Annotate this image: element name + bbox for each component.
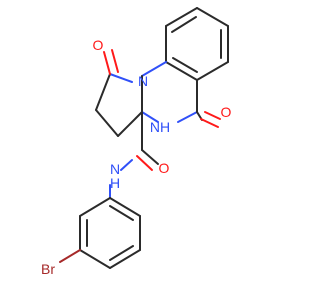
nitrogen-label-amide: N	[110, 161, 120, 177]
bond-ar-6-inner	[109, 205, 134, 221]
quinazolinone-ring	[141, 61, 198, 123]
bond-c1-c2	[95, 73, 111, 111]
bond-benz-6	[165, 61, 198, 81]
bond-benz-5	[196, 61, 229, 81]
ketone-c5	[196, 111, 221, 128]
bond-ar-3	[79, 249, 111, 269]
ketone-c1	[103, 49, 119, 75]
bond-ar-br	[59, 249, 81, 263]
bond-benz-3	[196, 7, 229, 27]
bromophenyl-ring	[59, 197, 141, 269]
atom-labels: O N NH O N H O Br	[41, 37, 232, 277]
benzene-ring-top	[165, 7, 229, 81]
bond-c3-c3a	[117, 111, 143, 137]
bond-c8a-n1	[141, 61, 167, 77]
bond-camide-o-2	[136, 155, 153, 171]
molecule-structure-diagram: O N NH O N H O Br	[41, 7, 232, 277]
bond-ar-4	[109, 249, 141, 269]
pyrrolidinone-ring	[95, 73, 143, 137]
bond-n1-c1	[109, 73, 133, 83]
bromine-label: Br	[41, 261, 55, 277]
nitrogen-label-ring: N	[138, 73, 148, 89]
hydrogen-label-amide: H	[110, 175, 120, 191]
carboxamide-group	[109, 111, 159, 199]
bond-c1-o-b	[111, 49, 119, 73]
oxygen-label-right: O	[221, 104, 232, 120]
bond-benz-2	[165, 7, 198, 27]
bond-benz-6-inner	[172, 57, 198, 73]
oxygen-label-top: O	[93, 37, 104, 53]
bond-ar-4-inner	[109, 245, 134, 261]
oxygen-label-amide: O	[159, 160, 170, 176]
bond-nh-c5	[177, 111, 198, 123]
bond-c2-c3	[95, 109, 119, 137]
bond-camide-n	[120, 159, 133, 171]
bond-c3a-nh	[141, 111, 159, 123]
bond-c1-o-a	[103, 51, 111, 75]
bond-ar-6	[109, 197, 141, 217]
nh-label-ring: NH	[150, 119, 170, 135]
bond-benz-2-inner	[171, 16, 197, 33]
bond-camide-o-1	[141, 149, 159, 165]
bond-ar-1	[79, 197, 111, 217]
bond-c5-o-b	[200, 118, 219, 128]
bond-c5-o-c	[204, 111, 221, 120]
